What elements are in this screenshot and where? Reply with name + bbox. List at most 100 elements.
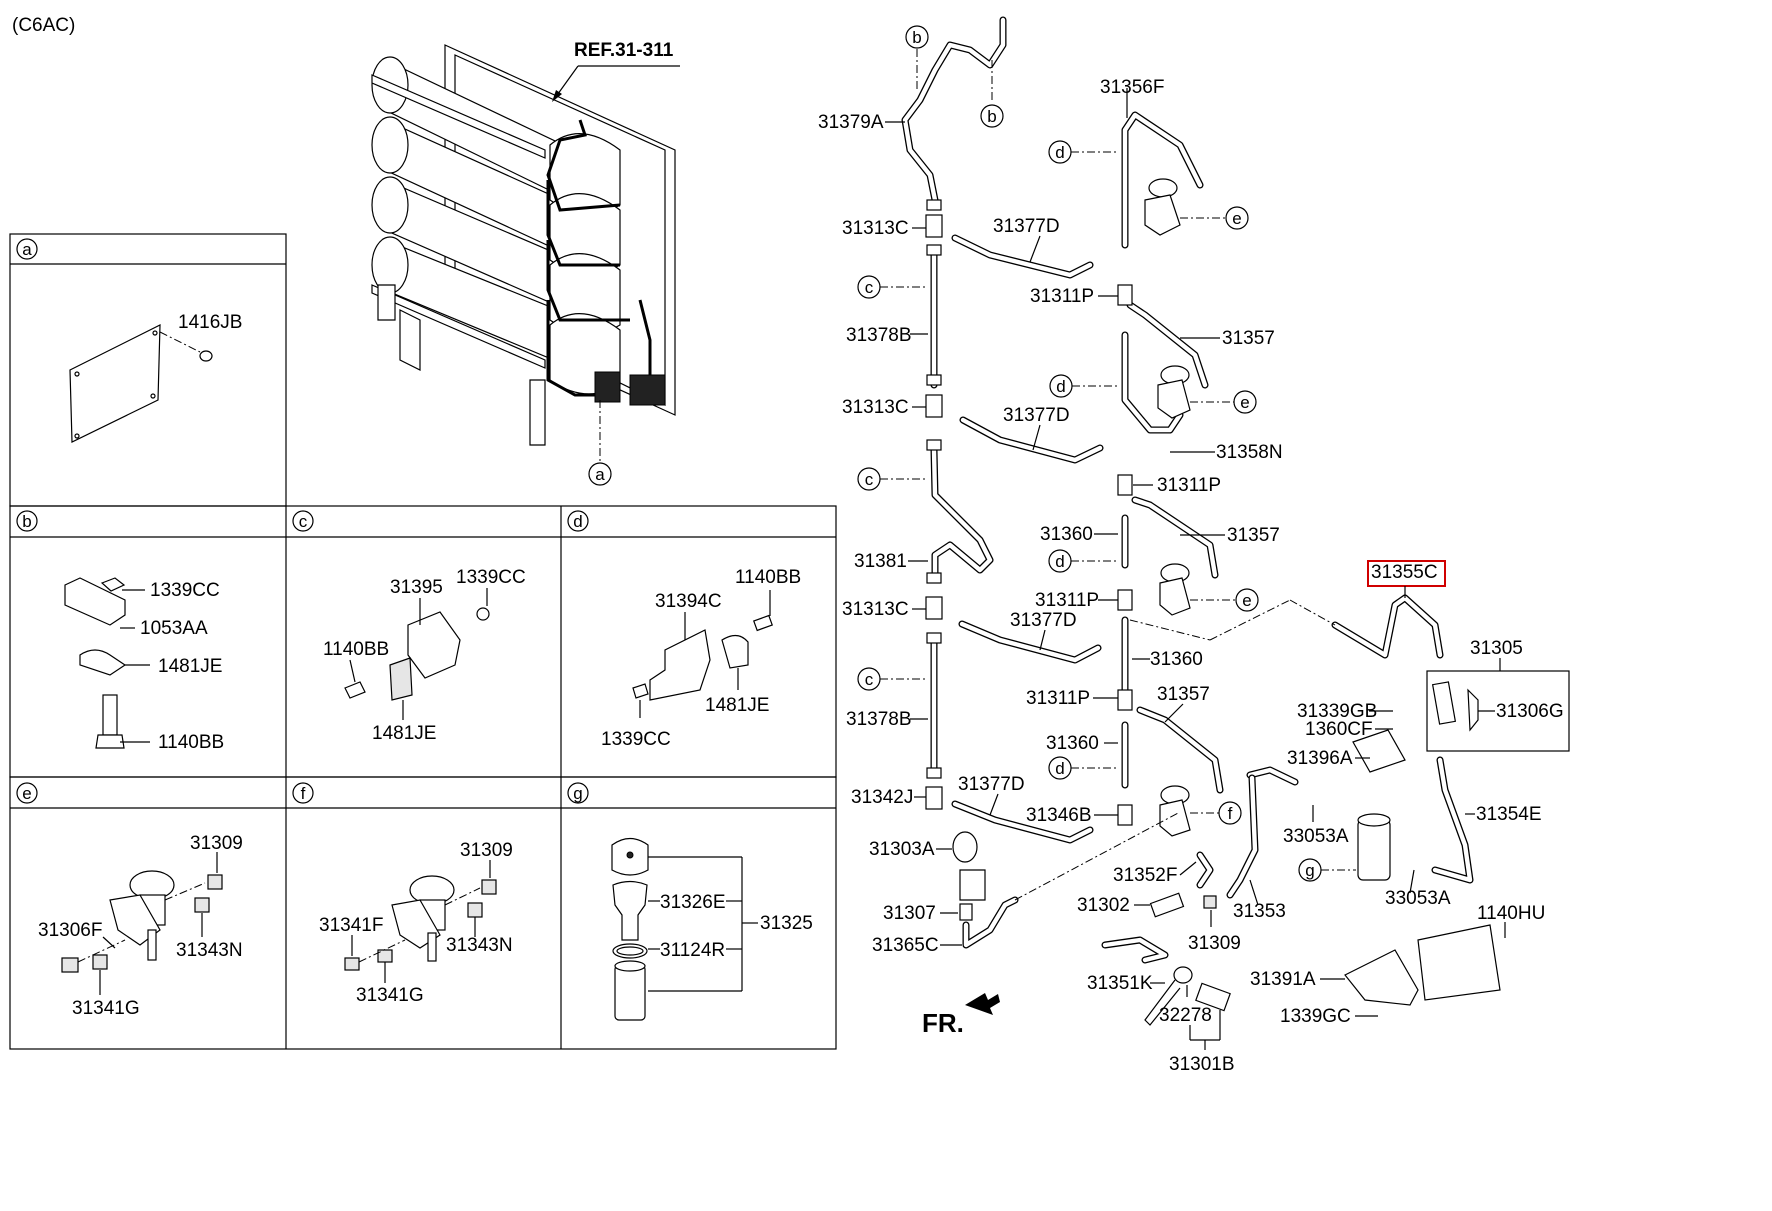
- part-label-1481je: 1481JE: [158, 656, 222, 677]
- part-label-1339gc: 1339GC: [1280, 1006, 1351, 1027]
- part-label-31356f: 31356F: [1100, 77, 1164, 98]
- part-label-31378b: 31378B: [846, 325, 912, 346]
- part-label-1481je: 1481JE: [705, 695, 769, 716]
- part-label-31302: 31302: [1077, 895, 1130, 916]
- part-label-31307: 31307: [883, 903, 936, 924]
- part-label-31352f: 31352F: [1113, 865, 1177, 886]
- part-label-31358n: 31358N: [1216, 442, 1283, 463]
- part-label-31309: 31309: [1188, 933, 1241, 954]
- panel-a-letter: a: [22, 240, 32, 259]
- part-label-31381: 31381: [854, 551, 907, 572]
- part-label-g: g: [573, 784, 582, 803]
- part-label-f: f: [1228, 804, 1233, 823]
- detail-panels: a 1416JB b 1339CC 1053AA 1481JE 1140BB c: [9, 233, 837, 1050]
- part-label-33053a: 33053A: [1283, 826, 1349, 847]
- part-label-31341f: 31341F: [319, 915, 383, 936]
- part-label-d: d: [1056, 377, 1065, 396]
- part-label-a: a: [595, 465, 605, 484]
- part-label-31379a: 31379A: [818, 112, 884, 133]
- part-label-1481je: 1481JE: [372, 723, 436, 744]
- part-label-31365c: 31365C: [872, 935, 939, 956]
- part-label-b: b: [912, 28, 921, 47]
- part-label-31343n: 31343N: [446, 935, 513, 956]
- part-label-31313c: 31313C: [842, 599, 909, 620]
- part-label-31357: 31357: [1157, 684, 1210, 705]
- part-label-31341g: 31341G: [72, 998, 140, 1019]
- part-label-31341g: 31341G: [356, 985, 424, 1006]
- part-label-31395: 31395: [390, 577, 443, 598]
- part-label-c: c: [865, 278, 874, 297]
- part-label-31311p: 31311P: [1035, 590, 1099, 611]
- part-label-e: e: [1240, 393, 1249, 412]
- part-label-31326e: 31326E: [660, 892, 726, 913]
- front-direction-label: FR.: [922, 1008, 964, 1038]
- highlight-box-31355C: [1367, 560, 1446, 587]
- part-label-31313c: 31313C: [842, 397, 909, 418]
- highlighted-part-label: 31355C: [1371, 562, 1438, 583]
- part-label-31391a: 31391A: [1250, 969, 1316, 990]
- part-label-31377d: 31377D: [958, 774, 1025, 795]
- part-label-d: d: [1055, 552, 1064, 571]
- part-label-31306f: 31306F: [38, 920, 102, 941]
- part-label-31342j: 31342J: [851, 787, 913, 808]
- part-label-31351k: 31351K: [1087, 973, 1153, 994]
- part-label-31311p: 31311P: [1030, 286, 1094, 307]
- part-1416JB: 1416JB: [178, 312, 242, 333]
- part-label-31313c: 31313C: [842, 218, 909, 239]
- part-label-31357: 31357: [1222, 328, 1275, 349]
- part-label-32278: 32278: [1159, 1005, 1212, 1026]
- part-label-b: b: [22, 512, 31, 531]
- part-label-f: f: [301, 784, 306, 803]
- piping-diagram: FR. b b c c c d d d d e e e f g: [818, 16, 1570, 1075]
- part-label-1140hu: 1140HU: [1477, 903, 1545, 924]
- part-label-e: e: [22, 784, 31, 803]
- callout-a: [588, 462, 612, 486]
- part-label-31394c: 31394C: [655, 591, 722, 612]
- part-label-1339cc: 1339CC: [150, 580, 220, 601]
- part-label-1140bb: 1140BB: [323, 639, 389, 660]
- part-label-31309: 31309: [190, 833, 243, 854]
- part-label-31346b: 31346B: [1026, 805, 1092, 826]
- part-label-d: d: [1055, 143, 1064, 162]
- part-label-1140bb: 1140BB: [735, 567, 801, 588]
- part-label-31360: 31360: [1046, 733, 1099, 754]
- model-code: (C6AC): [12, 15, 75, 36]
- part-label-c: c: [865, 670, 874, 689]
- part-label-e: e: [1232, 209, 1241, 228]
- part-label-c: c: [865, 470, 874, 489]
- part-label-31325: 31325: [760, 913, 813, 934]
- part-label-31339gb: 31339GB: [1297, 701, 1377, 722]
- part-label-31311p: 31311P: [1026, 688, 1090, 709]
- part-label-1053aa: 1053AA: [140, 618, 208, 639]
- part-label-e: e: [1242, 591, 1251, 610]
- part-label-31305: 31305: [1470, 638, 1523, 659]
- part-label-31303a: 31303A: [869, 839, 935, 860]
- part-label-31343n: 31343N: [176, 940, 243, 961]
- part-label-31378b: 31378B: [846, 709, 912, 730]
- part-label-33053a: 33053A: [1385, 888, 1451, 909]
- part-label-31353: 31353: [1233, 901, 1286, 922]
- part-label-31124r: 31124R: [660, 940, 725, 961]
- part-label-31377d: 31377D: [1003, 405, 1070, 426]
- part-label-1140bb: 1140BB: [158, 732, 224, 753]
- part-label-31396a: 31396A: [1287, 748, 1353, 769]
- part-label-31301b: 31301B: [1169, 1054, 1235, 1075]
- part-label-1360cf: 1360CF: [1305, 719, 1373, 740]
- part-label-1339cc: 1339CC: [601, 729, 671, 750]
- part-label-31357: 31357: [1227, 525, 1280, 546]
- part-label-1339cc: 1339CC: [456, 567, 526, 588]
- part-label-31309: 31309: [460, 840, 513, 861]
- part-label-31377d: 31377D: [1010, 610, 1077, 631]
- part-label-g: g: [1305, 861, 1314, 880]
- part-label-31360: 31360: [1150, 649, 1203, 670]
- part-label-31354e: 31354E: [1476, 804, 1542, 825]
- part-label-b: b: [987, 107, 996, 126]
- reference-label: REF.31-311: [574, 40, 674, 61]
- part-label-31311p: 31311P: [1157, 475, 1221, 496]
- part-label-31360: 31360: [1040, 524, 1093, 545]
- part-label-31377d: 31377D: [993, 216, 1060, 237]
- part-label-d: d: [573, 512, 582, 531]
- part-label-c: c: [299, 512, 308, 531]
- part-label-d: d: [1055, 759, 1064, 778]
